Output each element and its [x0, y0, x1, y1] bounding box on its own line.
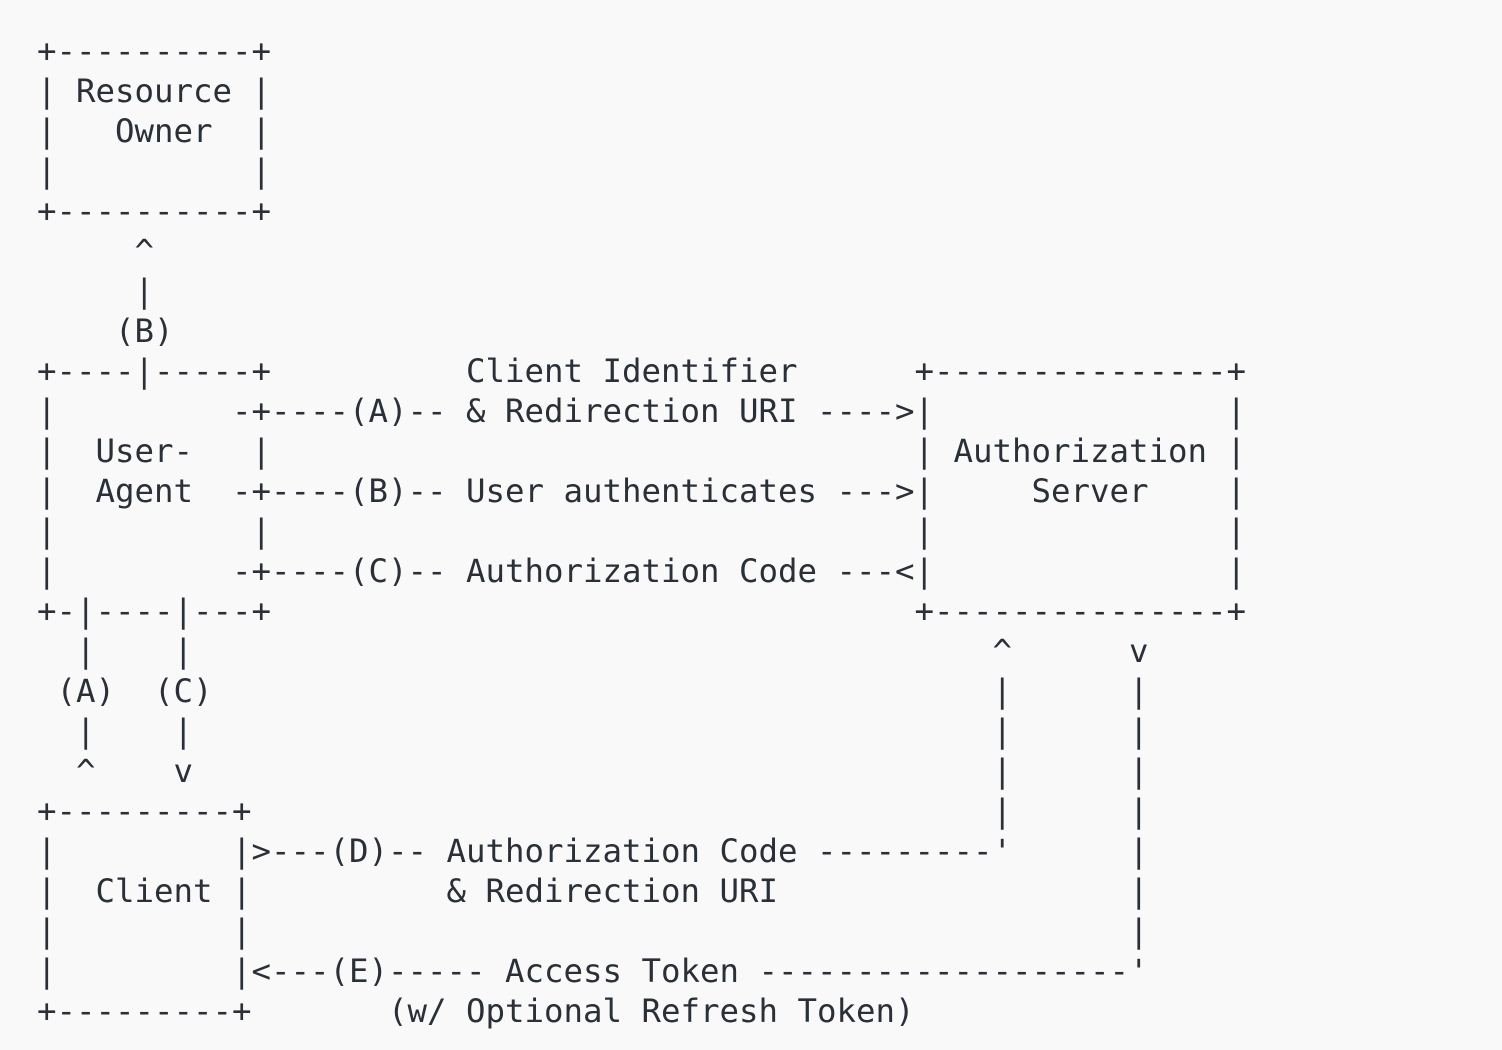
oauth-flow-ascii-diagram: +----------+ | Resource | | Owner | | | …	[37, 32, 1247, 1030]
diagram-canvas: +----------+ | Resource | | Owner | | | …	[37, 32, 1247, 1030]
